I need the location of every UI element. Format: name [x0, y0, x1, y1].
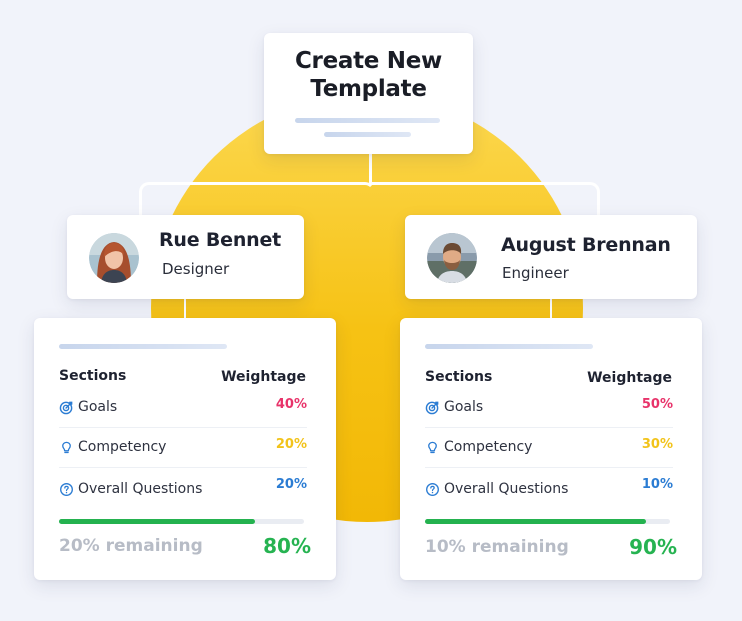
- weight-value: 20%: [275, 437, 307, 452]
- divider: [59, 467, 307, 468]
- connector-left-branch: [139, 182, 375, 219]
- placeholder-bar: [324, 132, 411, 137]
- target-icon: [425, 401, 439, 415]
- weightage-header: Weightage: [587, 370, 672, 386]
- divider: [425, 427, 673, 428]
- avatar-image: [89, 233, 139, 283]
- weight-value: 20%: [275, 477, 307, 492]
- placeholder-bar: [425, 344, 593, 349]
- question-circle-icon: [60, 483, 73, 496]
- target-icon: [59, 401, 73, 415]
- list-item-competency: Competency 30%: [425, 428, 673, 468]
- remaining-text: 20% remaining: [59, 536, 203, 556]
- weight-value: 50%: [641, 397, 673, 412]
- list-item-goals: Goals 40%: [59, 388, 307, 428]
- weightage-header: Weightage: [221, 369, 306, 385]
- list-item-overall-questions: Overall Questions 10%: [425, 468, 673, 508]
- template-title-line1: Create New: [294, 48, 443, 74]
- progress-bar: [425, 519, 670, 524]
- list-item-label: Competency: [78, 439, 167, 455]
- connector-right-branch: [369, 182, 600, 219]
- lightbulb-icon: [62, 441, 71, 454]
- progress-fill: [59, 519, 255, 524]
- placeholder-bar: [295, 118, 440, 123]
- person-card-august-brennan[interactable]: August Brennan Engineer: [405, 215, 697, 299]
- lightbulb-icon: [428, 441, 437, 454]
- weight-value: 10%: [641, 477, 673, 492]
- sections-header: Sections: [425, 369, 493, 385]
- avatar-image: [427, 233, 477, 283]
- total-percent: 90%: [629, 535, 677, 559]
- divider: [425, 467, 673, 468]
- person-name: Rue Bennet: [159, 229, 282, 251]
- weight-value: 30%: [641, 437, 673, 452]
- weight-value: 40%: [275, 397, 307, 412]
- person-role: Engineer: [502, 264, 569, 282]
- avatar: [89, 233, 139, 283]
- list-item-competency: Competency 20%: [59, 428, 307, 468]
- list-item-label: Goals: [78, 399, 118, 415]
- person-card-rue-bennet[interactable]: Rue Bennet Designer: [67, 215, 304, 299]
- person-name: August Brennan: [501, 234, 671, 256]
- connector-stem: [369, 154, 372, 184]
- divider: [59, 427, 307, 428]
- sections-header: Sections: [59, 368, 127, 384]
- weightage-card-rue-bennet: Sections Weightage Goals 40% Competency …: [34, 318, 336, 580]
- list-item-label: Overall Questions: [444, 481, 569, 497]
- connector-left-down: [184, 298, 186, 318]
- create-template-card[interactable]: Create New Template: [264, 33, 473, 154]
- progress-bar: [59, 519, 304, 524]
- remaining-text: 10% remaining: [425, 537, 569, 557]
- total-percent: 80%: [263, 534, 311, 558]
- avatar: [427, 233, 477, 283]
- list-item-label: Overall Questions: [78, 481, 203, 497]
- template-title-line2: Template: [310, 76, 427, 102]
- progress-fill: [425, 519, 646, 524]
- connector-right-down: [550, 298, 552, 318]
- weightage-card-august-brennan: Sections Weightage Goals 50% Competency …: [400, 318, 702, 580]
- list-item-overall-questions: Overall Questions 20%: [59, 468, 307, 508]
- template-title: Create New Template: [264, 47, 473, 103]
- person-role: Designer: [162, 260, 230, 278]
- placeholder-bar: [59, 344, 227, 349]
- question-circle-icon: [426, 483, 439, 496]
- list-item-label: Goals: [444, 399, 484, 415]
- list-item-label: Competency: [444, 439, 533, 455]
- list-item-goals: Goals 50%: [425, 388, 673, 428]
